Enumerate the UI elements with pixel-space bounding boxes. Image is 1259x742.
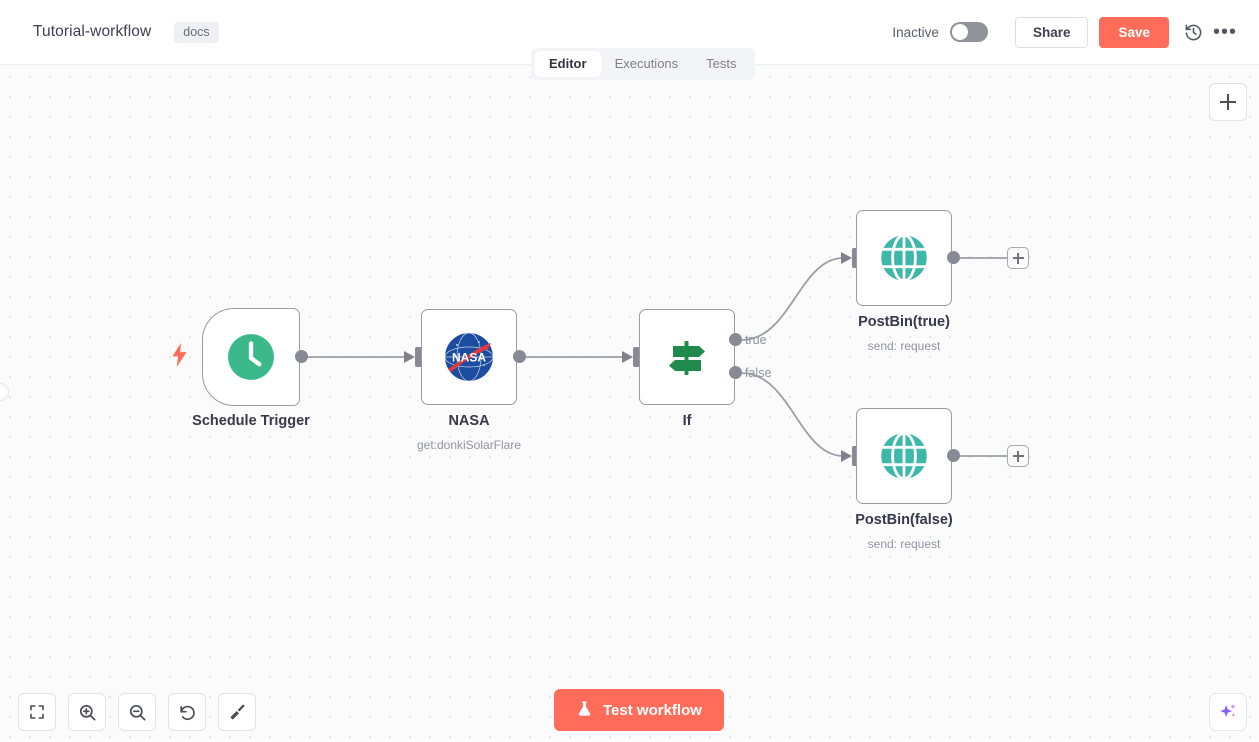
more-dots: •••	[1212, 21, 1237, 43]
header-actions: Inactive Share Save •••	[892, 16, 1259, 48]
editor-tabs: Editor Executions Tests	[531, 48, 755, 80]
activation-toggle[interactable]	[949, 22, 988, 42]
nasa-subtitle: get:donkiSolarFlare	[416, 438, 522, 452]
ai-assistant-button[interactable]	[1209, 693, 1247, 731]
fit-screen-icon[interactable]	[18, 693, 56, 731]
activation-label: Inactive	[892, 24, 939, 40]
tab-tests[interactable]: Tests	[706, 56, 737, 71]
postbin-false-subtitle: send: request	[867, 537, 941, 551]
schedule-trigger-label: Schedule Trigger	[192, 413, 310, 429]
postbin-false-input-port[interactable]	[852, 446, 859, 466]
workflow-tag[interactable]: docs	[174, 21, 219, 43]
test-workflow-label: Test workflow	[603, 701, 702, 719]
svg-text:NASA: NASA	[452, 351, 486, 365]
schedule-trigger-output-port[interactable]	[295, 350, 308, 363]
test-workflow-button[interactable]: Test workflow	[554, 689, 724, 731]
trigger-bolt-icon	[171, 342, 188, 368]
workflow-canvas[interactable]: Schedule Trigger NASA	[0, 65, 1259, 742]
clock-icon	[228, 334, 274, 380]
tab-executions[interactable]: Executions	[614, 56, 679, 71]
nasa-label: NASA	[448, 413, 490, 429]
save-button[interactable]: Save	[1099, 16, 1169, 48]
ellipsis-icon[interactable]: •••	[1209, 16, 1241, 48]
nasa-input-port[interactable]	[415, 347, 422, 367]
canvas-toolbar	[18, 693, 256, 731]
if-true-output-port[interactable]	[729, 333, 742, 346]
nasa-logo-icon: NASA	[444, 332, 494, 382]
flask-icon	[576, 700, 593, 721]
if-input-port[interactable]	[633, 347, 640, 367]
if-false-output-port[interactable]	[729, 366, 742, 379]
globe-icon	[881, 233, 927, 283]
postbin-false-box[interactable]	[856, 408, 952, 504]
if-true-output-label: true	[745, 333, 767, 347]
nasa-output-port[interactable]	[513, 350, 526, 363]
schedule-trigger-box[interactable]	[202, 308, 300, 406]
broom-icon[interactable]	[218, 693, 256, 731]
add-node-button[interactable]	[1209, 83, 1247, 121]
postbin-false-label: PostBin(false)	[855, 512, 953, 528]
signpost-icon	[669, 341, 705, 375]
undo-icon[interactable]	[168, 693, 206, 731]
globe-icon	[881, 431, 927, 481]
postbin-true-input-port[interactable]	[852, 248, 859, 268]
postbin-true-output-port[interactable]	[947, 251, 960, 264]
workflow-activation[interactable]: Inactive	[892, 22, 988, 42]
share-button[interactable]: Share	[1014, 16, 1089, 48]
if-false-output-label: false	[745, 366, 772, 380]
nasa-box[interactable]: NASA	[421, 309, 517, 405]
postbin-false-output-port[interactable]	[947, 449, 960, 462]
zoom-in-icon[interactable]	[68, 693, 106, 731]
postbin-true-box[interactable]	[856, 210, 952, 306]
tab-editor[interactable]: Editor	[535, 51, 601, 77]
postbin-true-subtitle: send: request	[867, 339, 941, 353]
page-title[interactable]: Tutorial-workflow	[33, 23, 152, 40]
add-node-stub-false[interactable]	[1007, 445, 1029, 467]
add-node-stub-true[interactable]	[1007, 247, 1029, 269]
zoom-out-icon[interactable]	[118, 693, 156, 731]
connection-lines	[307, 252, 1007, 462]
history-icon[interactable]	[1177, 16, 1209, 48]
if-label: If	[682, 413, 692, 429]
postbin-true-label: PostBin(true)	[858, 314, 950, 330]
if-box[interactable]	[639, 309, 735, 405]
toggle-knob	[951, 24, 968, 40]
sparkle-icon	[1220, 704, 1236, 718]
